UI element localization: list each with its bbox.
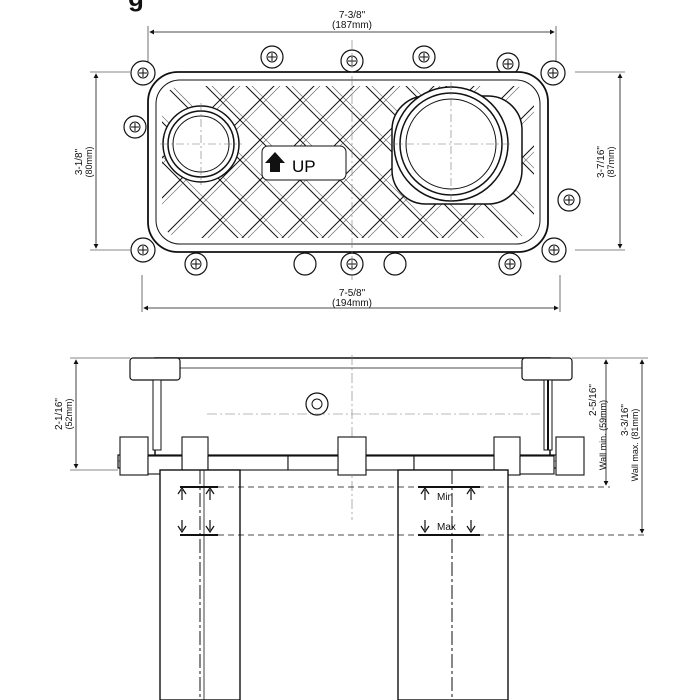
up-text: UP (292, 157, 316, 176)
svg-text:3-1/8": 3-1/8" (74, 148, 85, 175)
dimension-bottom-width: 7-5/8" (194mm) (141, 275, 561, 312)
dimension-wall-min: 2-5/16" Wall min. (59mm) (572, 357, 612, 486)
screw-holes (129, 51, 575, 270)
svg-text:(52mm): (52mm) (64, 398, 74, 429)
svg-text:Wall max. (81mm): Wall max. (81mm) (630, 409, 640, 482)
min-label: Min (437, 492, 453, 503)
svg-text:(187mm): (187mm) (332, 20, 372, 31)
svg-text:2-5/16": 2-5/16" (588, 384, 599, 416)
dimension-depth-left: 2-1/16" (52mm) (54, 357, 130, 471)
svg-text:3-3/16": 3-3/16" (620, 404, 631, 436)
left-cylinder (159, 469, 241, 700)
dimension-wall-max: 3-3/16" Wall max. (81mm) (612, 357, 648, 534)
up-label: UP (261, 145, 347, 181)
heading-fragment: g (128, 0, 144, 12)
dimension-top-width: 7-3/8" (187mm) (147, 10, 557, 62)
svg-text:Wall min. (59mm): Wall min. (59mm) (598, 400, 608, 470)
svg-text:3-7/16": 3-7/16" (596, 146, 607, 178)
max-label: Max (437, 522, 456, 533)
side-view: Min Max (117, 355, 645, 700)
top-view: UP (123, 40, 581, 280)
svg-text:(194mm): (194mm) (332, 298, 372, 309)
left-port (160, 103, 242, 185)
svg-text:2-1/16": 2-1/16" (54, 398, 65, 430)
svg-text:(87mm): (87mm) (606, 146, 616, 177)
dimension-right-height: 3-7/16" (87mm) (575, 71, 625, 251)
up-arrow-icon (265, 152, 285, 172)
right-port (390, 82, 523, 206)
right-cylinder: Min Max (397, 469, 509, 700)
svg-text:(80mm): (80mm) (84, 146, 94, 177)
dimension-left-height: 3-1/8" (80mm) (74, 71, 130, 251)
svg-text:7-3/8": 7-3/8" (339, 10, 366, 21)
svg-text:7-5/8": 7-5/8" (339, 288, 366, 299)
